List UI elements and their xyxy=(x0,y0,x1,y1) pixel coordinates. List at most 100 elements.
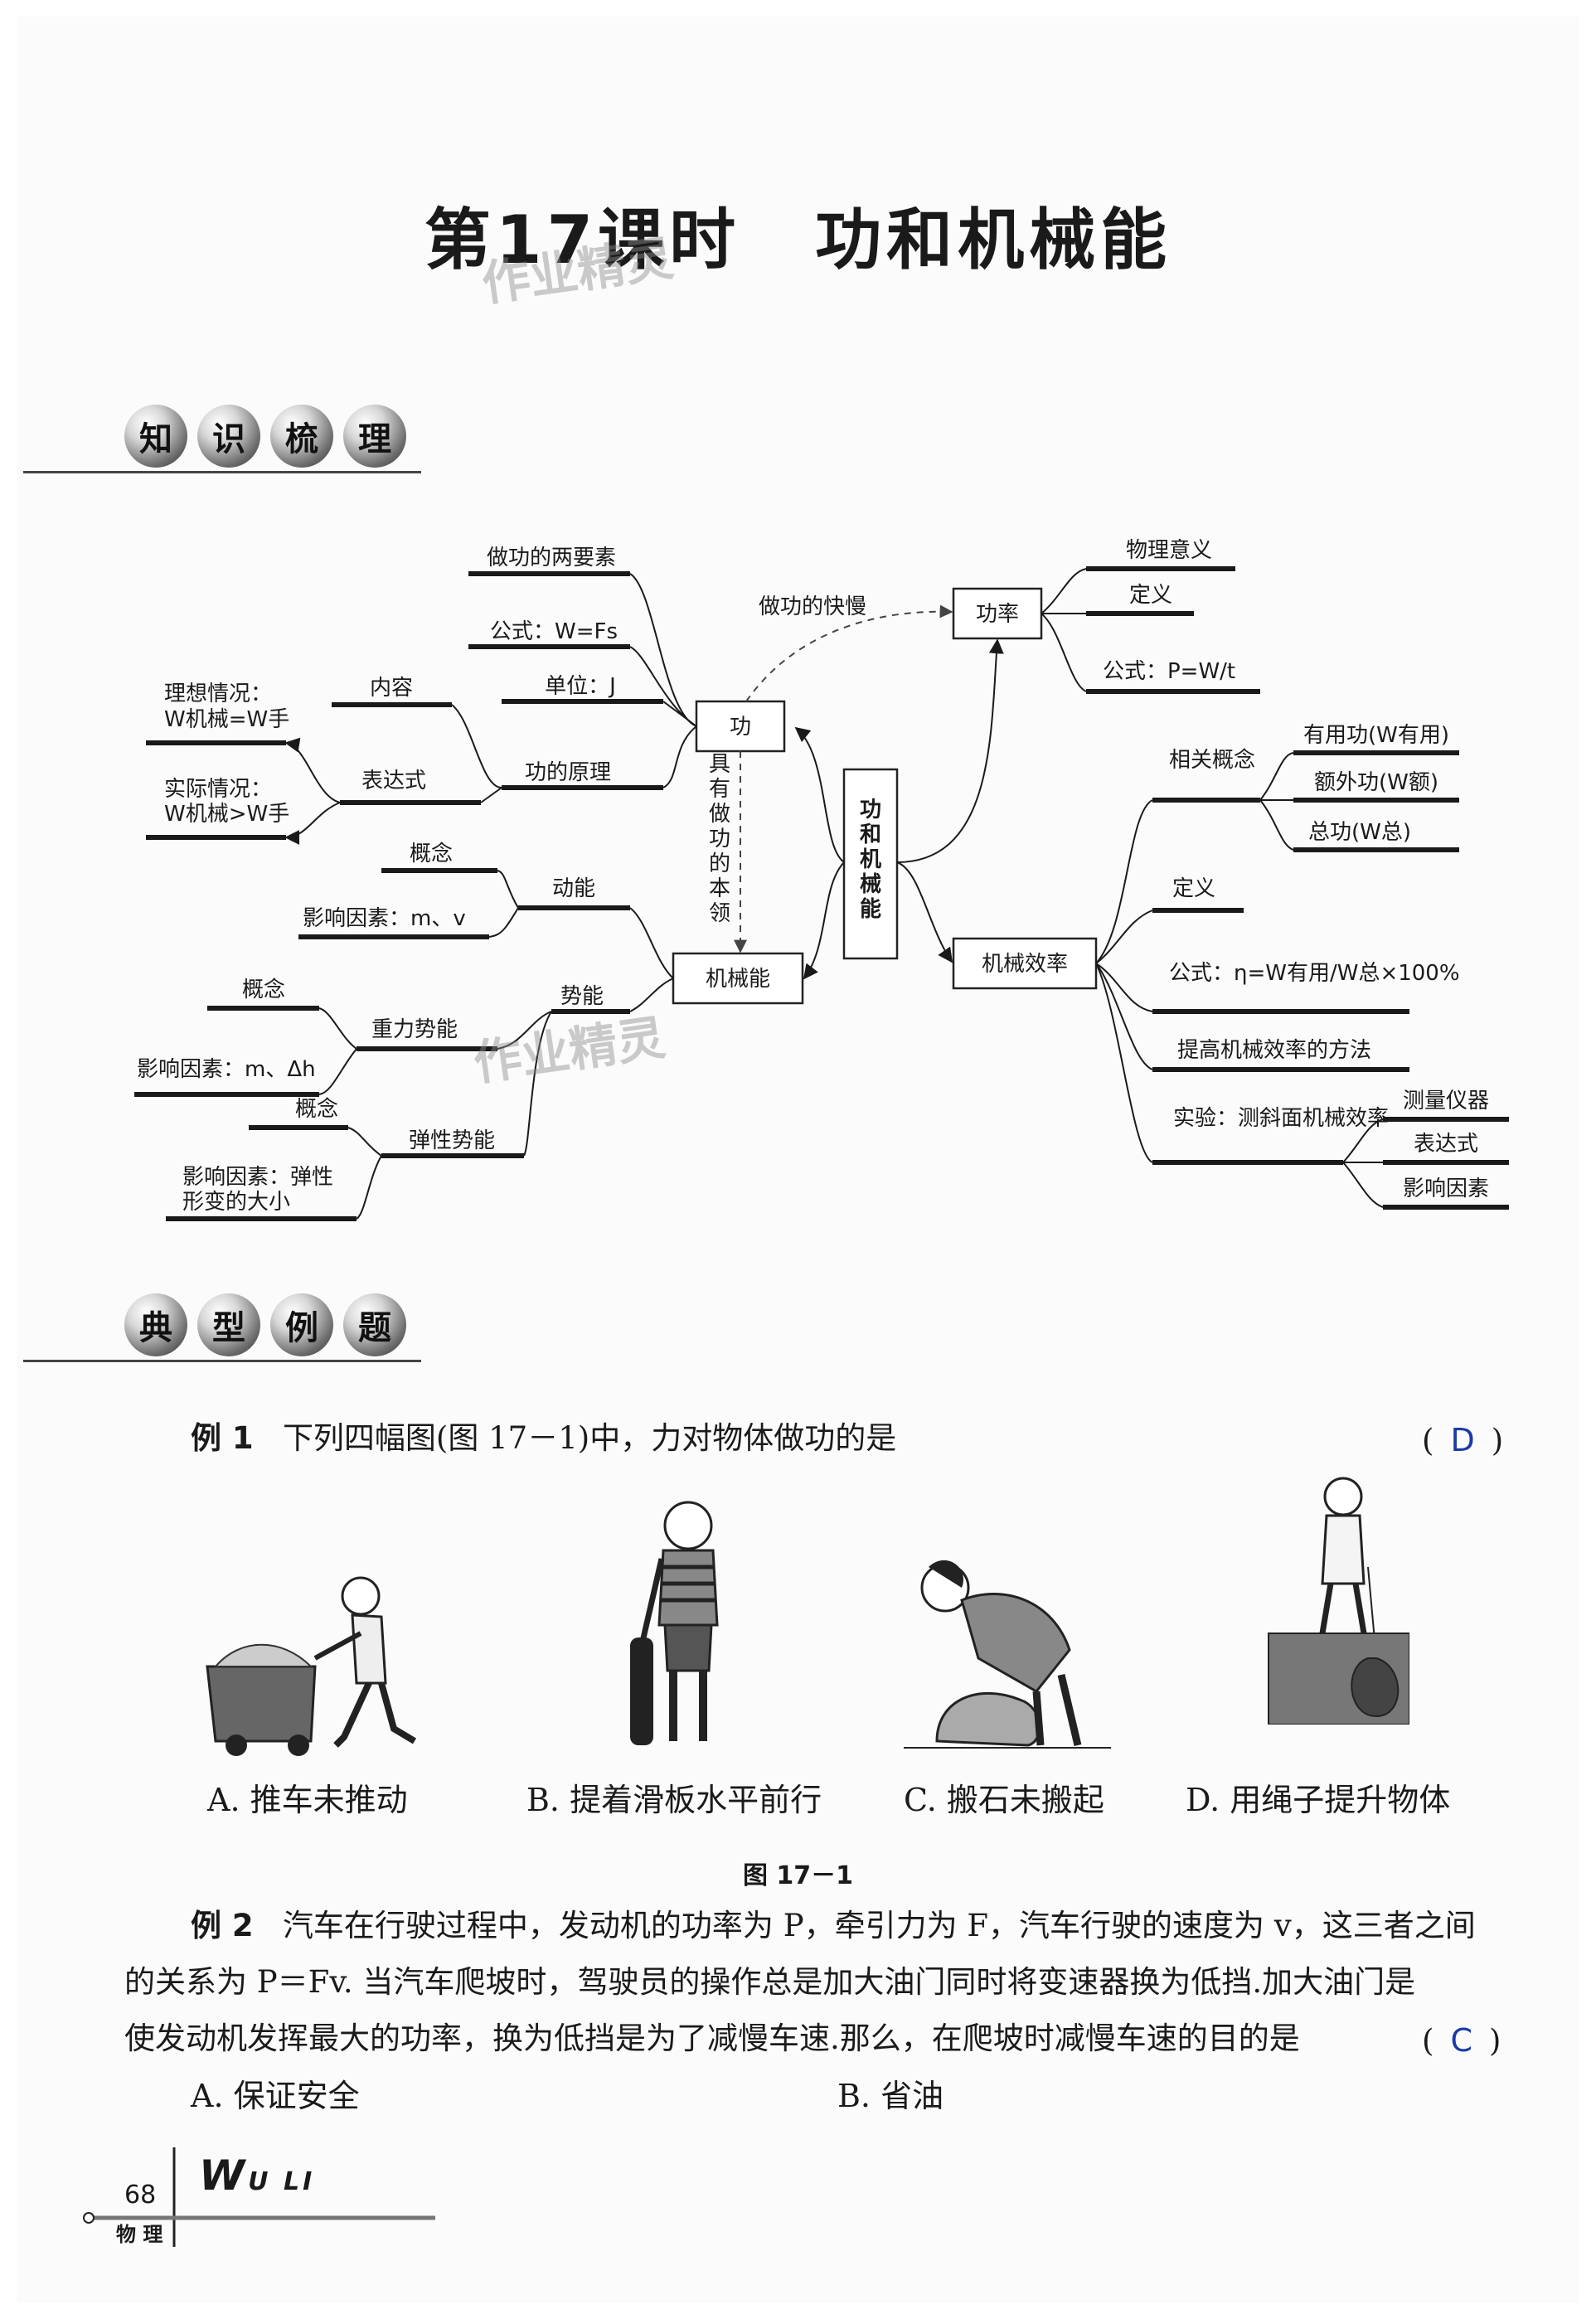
power-meaning: 物理意义 xyxy=(1126,538,1212,563)
gravity: 重力势能 xyxy=(371,1017,458,1042)
link-speed-dashed xyxy=(745,604,953,702)
page-title: 第17课时功和机械能 xyxy=(0,187,1596,283)
center-char: 和 xyxy=(860,822,881,847)
link xyxy=(1342,1118,1384,1163)
section-ball: 典 xyxy=(124,1293,187,1356)
link-efficiency xyxy=(896,861,953,963)
section-ball: 理 xyxy=(343,405,406,468)
figure-lift-rock xyxy=(904,1560,1111,1749)
lesson-number: 第17课时 xyxy=(424,201,741,279)
section-ball: 梳 xyxy=(270,405,333,468)
link xyxy=(1041,568,1087,614)
eff-improve: 提高机械效率的方法 xyxy=(1177,1038,1371,1063)
figure-lift-with-rope xyxy=(1268,1477,1409,1725)
kinetic: 动能 xyxy=(552,876,595,901)
figure-push-cart xyxy=(206,1576,417,1756)
link xyxy=(497,1011,552,1050)
section-ball: 题 xyxy=(343,1293,406,1356)
eff-total: 总功(W总) xyxy=(1308,820,1411,845)
work-item-unit: 单位：J xyxy=(545,674,616,699)
footer-brand: WU LI xyxy=(199,2152,316,2200)
power-definition: 定义 xyxy=(1129,583,1172,608)
exp-factors: 影响因素 xyxy=(1403,1176,1489,1201)
section-ball: 型 xyxy=(197,1293,260,1356)
section-divider xyxy=(23,471,421,473)
link xyxy=(629,907,674,979)
example-2-option-b: B. 省油 xyxy=(837,2078,944,2114)
footer-decoration xyxy=(83,2147,435,2247)
example-1-option-d: D. 用绳子提升物体 xyxy=(1186,1782,1451,1818)
node-energy-box xyxy=(672,952,804,1005)
link xyxy=(347,1127,382,1157)
example-label: 例 2 xyxy=(191,1908,254,1943)
link xyxy=(356,1155,382,1220)
example-1-answer: (D) xyxy=(1422,1422,1504,1458)
knowledge-mind-map: 功 和 机 械 能 功 功率 机械效率 机械能 做功的快慢 具 有 做 功 的 … xyxy=(134,538,1509,1221)
center-char: 机 xyxy=(860,847,881,872)
example-label: 例 1 xyxy=(191,1420,254,1456)
example-1-option-c: C. 搬石未搬起 xyxy=(904,1782,1104,1818)
section-header-knowledge: 知 识 梳 理 xyxy=(124,405,406,468)
link xyxy=(451,704,502,788)
lesson-name: 功和机械能 xyxy=(815,201,1172,279)
actual-label: 实际情况： xyxy=(164,777,272,802)
link xyxy=(1259,799,1294,851)
footer-subject: 物 理 xyxy=(116,2223,163,2246)
section-ball: 识 xyxy=(197,405,260,468)
example-2-option-a: A. 保证安全 xyxy=(191,2078,360,2114)
link xyxy=(488,907,519,938)
node-efficiency: 机械效率 xyxy=(982,952,1068,977)
work-item-formula: 公式：W=Fs xyxy=(490,619,618,644)
elastic: 弹性势能 xyxy=(409,1128,495,1153)
elastic-factors-1: 影响因素：弹性 xyxy=(182,1165,333,1190)
link xyxy=(1095,799,1153,964)
section-ball: 知 xyxy=(124,405,187,468)
svg-text:的: 的 xyxy=(709,851,730,876)
example-2-line-2: 的关系为 P＝Fv. 当汽车爬坡时，驾驶员的操作总是加大油门同时将变速器换为低挡… xyxy=(124,1964,1416,2000)
principle-content: 内容 xyxy=(370,676,413,701)
link xyxy=(318,1048,357,1095)
center-char: 械 xyxy=(860,872,881,897)
principle-expression: 表达式 xyxy=(361,769,426,793)
eff-definition: 定义 xyxy=(1172,876,1215,901)
node-efficiency-box xyxy=(952,937,1098,990)
center-char: 能 xyxy=(860,896,881,922)
svg-text:领: 领 xyxy=(709,901,730,926)
link xyxy=(1041,613,1087,692)
svg-text:具: 具 xyxy=(709,752,730,777)
link xyxy=(1095,963,1153,1012)
elastic-concept: 概念 xyxy=(295,1097,338,1122)
ideal-eq: W机械=W手 xyxy=(164,707,289,732)
node-energy: 机械能 xyxy=(706,967,770,992)
section-ball: 例 xyxy=(270,1293,333,1356)
eff-concepts: 相关概念 xyxy=(1169,748,1255,773)
example-1-question: 例 1 下列四幅图(图 17－1)中，力对物体做功的是 xyxy=(191,1409,1472,1468)
svg-text:做: 做 xyxy=(709,802,730,827)
page-background xyxy=(17,17,1579,2302)
gravity-factors: 影响因素：m、Δh xyxy=(137,1057,316,1082)
center-node: 功 和 机 械 能 xyxy=(842,768,899,960)
figure-carry-skateboard xyxy=(630,1501,719,1745)
link xyxy=(662,701,697,727)
example-2-line-1: 例 2 汽车在行驶过程中，发动机的功率为 P，牵引力为 F，汽车行驶的速度为 v… xyxy=(191,1897,1513,1955)
link-power xyxy=(896,638,1004,863)
kinetic-concept: 概念 xyxy=(410,842,453,866)
link xyxy=(629,978,674,1012)
potential: 势能 xyxy=(560,984,604,1009)
work-item-principle: 功的原理 xyxy=(525,760,611,785)
link xyxy=(662,725,697,788)
power-formula: 公式：P=W/t xyxy=(1103,659,1235,684)
node-work: 功 xyxy=(730,715,751,740)
link xyxy=(284,802,341,845)
link xyxy=(1095,963,1153,1070)
exp-expression: 表达式 xyxy=(1414,1132,1478,1157)
label-speed: 做功的快慢 xyxy=(759,594,866,619)
example-text: 下列四幅图(图 17－1)中，力对物体做功的是 xyxy=(282,1420,897,1456)
link xyxy=(629,646,697,727)
work-item-elements: 做功的两要素 xyxy=(487,546,616,570)
link xyxy=(1259,752,1294,801)
link xyxy=(1342,1162,1384,1208)
example-text: 汽车在行驶过程中，发动机的功率为 P，牵引力为 F，汽车行驶的速度为 v，这三者… xyxy=(282,1908,1476,1943)
link-work xyxy=(794,726,845,863)
exp-instruments: 测量仪器 xyxy=(1403,1089,1489,1113)
